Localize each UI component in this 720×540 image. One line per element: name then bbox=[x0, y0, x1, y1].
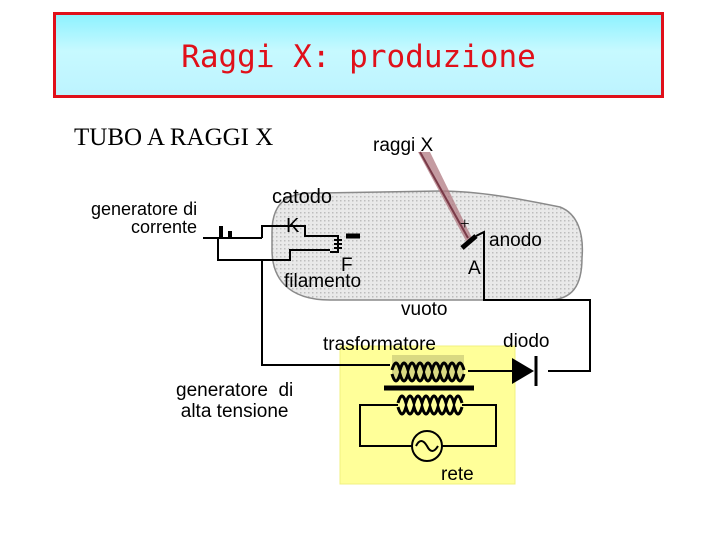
anode-label: anodo bbox=[489, 230, 542, 251]
plus-sign: + bbox=[460, 214, 470, 233]
cathode-label: catodo bbox=[272, 186, 333, 208]
x-ray-tube bbox=[271, 190, 584, 301]
xray-label: raggi X bbox=[373, 135, 434, 156]
tube-heading: TUBO A RAGGI X bbox=[74, 124, 274, 151]
page-title: Raggi X: produzione bbox=[181, 39, 536, 75]
transformer-primary bbox=[396, 394, 464, 416]
filament-label: filamento bbox=[284, 271, 362, 292]
transformer-secondary bbox=[390, 355, 466, 383]
hv-generator-label: generatore di alta tensione bbox=[176, 380, 294, 422]
diode-symbol bbox=[512, 358, 534, 384]
f-label: F bbox=[341, 255, 353, 276]
anode-target bbox=[460, 234, 478, 250]
title-banner: Raggi X: produzione bbox=[53, 12, 664, 98]
current-generator-label: generatore di corrente bbox=[91, 199, 198, 237]
diode-label: diodo bbox=[503, 331, 550, 352]
filament-coil bbox=[330, 235, 342, 253]
vacuum-label: vuoto bbox=[401, 299, 448, 320]
a-label: A bbox=[468, 258, 481, 279]
transformer-label: trasformatore bbox=[323, 334, 436, 355]
ac-source bbox=[411, 430, 443, 462]
k-label: K bbox=[286, 215, 300, 237]
mains-label: rete bbox=[441, 464, 474, 485]
